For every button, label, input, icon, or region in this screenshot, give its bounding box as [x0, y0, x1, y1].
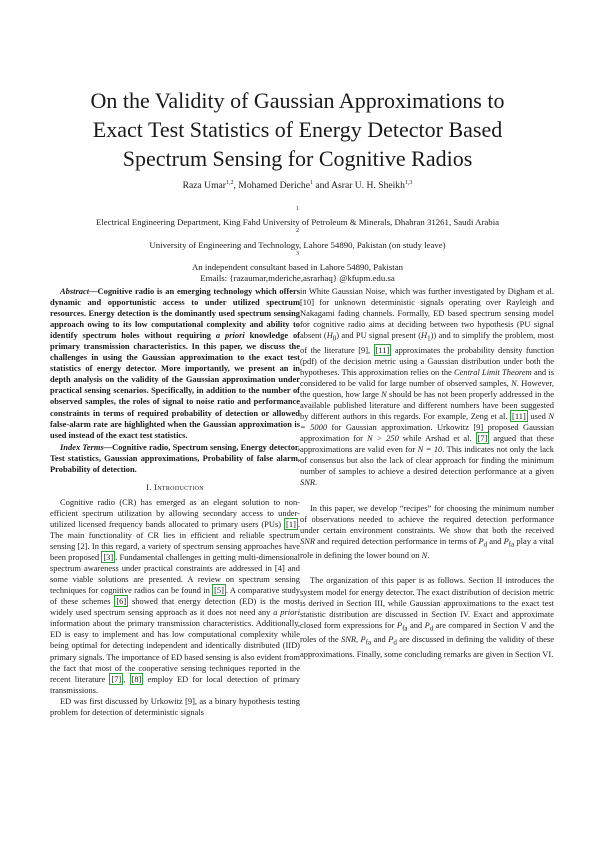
title-line: Spectrum Sensing for Cognitive Radios — [122, 146, 473, 171]
author-name: Raza Umar — [182, 180, 226, 191]
paragraph-gap — [300, 489, 554, 503]
citation-link[interactable]: [6] — [114, 595, 129, 608]
paragraph-gap — [300, 561, 554, 575]
affiliation-text: An independent consultant based in Lahor… — [191, 262, 404, 273]
index-terms-dash: — — [103, 441, 113, 452]
citation-link[interactable]: [8] — [129, 672, 144, 685]
body-paragraph: in White Gaussian Noise, which was furth… — [300, 286, 555, 488]
section-title: Introduction — [154, 481, 204, 492]
body-paragraph: The organization of this paper is as fol… — [300, 575, 555, 660]
citation-link[interactable]: [11] — [373, 343, 392, 356]
abstract-label: Abstract — [60, 286, 90, 296]
index-terms: Index Terms—Cognitive radio, Spectrum se… — [50, 442, 300, 475]
abstract-italic: a priori — [215, 330, 245, 341]
section-number: I. — [146, 481, 155, 492]
affiliation-sup: 3 — [296, 250, 299, 257]
affiliation-text: Electrical Engineering Department, King … — [95, 217, 500, 228]
affiliation-text: University of Engineering and Technology… — [149, 239, 446, 250]
section-heading: I. Introduction — [50, 482, 300, 493]
body-paragraph: In this paper, we develop “recipes” for … — [300, 502, 554, 561]
author-affil-sup: 1,2 — [226, 179, 234, 186]
author-separator: and — [312, 180, 332, 191]
right-column: in White Gaussian Noise, which was furth… — [300, 286, 554, 660]
citation-link[interactable]: [7] — [475, 432, 490, 445]
intro-paragraph: ED was first discussed by Urkowitz [9], … — [50, 695, 300, 717]
intro-paragraph: Cognitive radio (CR) has emerged as an e… — [50, 496, 301, 695]
title-line: On the Validity of Gaussian Approximatio… — [90, 88, 505, 113]
abstract: Abstract—Cognitive radio is an emerging … — [50, 286, 300, 441]
author-name: Asrar U. H. Sheikh — [331, 180, 405, 191]
affiliation-sup: 2 — [296, 228, 299, 235]
abstract-text: Cognitive radio is an emerging technolog… — [50, 286, 300, 341]
author-separator: , — [233, 180, 239, 191]
author-affil-sup: 1,3 — [404, 179, 413, 186]
index-terms-label: Index Terms — [60, 441, 104, 452]
author-affil-sup: 1 — [309, 179, 313, 186]
affiliation-sup: 1 — [296, 206, 299, 213]
author-list: Raza Umar1,2, Mohamed Deriche1 and Asrar… — [40, 180, 555, 191]
left-column: Abstract—Cognitive radio is an emerging … — [50, 286, 300, 718]
title-line: Exact Test Statistics of Energy Detector… — [92, 117, 503, 142]
author-name: Mohamed Deriche — [238, 180, 310, 191]
abstract-dash: — — [89, 286, 98, 296]
citation-link[interactable]: [5] — [212, 584, 226, 597]
index-terms-text: Cognitive radio, Spectrum sensing, Energ… — [50, 441, 300, 474]
email-line: Emails: {razaumar,mderiche,asrarhaq} @kf… — [200, 273, 395, 284]
citation-link[interactable]: [3] — [101, 551, 116, 564]
citation-link[interactable]: [11] — [510, 410, 528, 423]
affiliation-line: 3 An independent consultant based in Laho… — [40, 251, 555, 273]
citation-link[interactable]: [7] — [109, 672, 124, 685]
paper-title: On the Validity of Gaussian Approximatio… — [40, 86, 555, 173]
abstract-text: knowledge of primary transmission charac… — [50, 330, 300, 440]
citation-link[interactable]: [1] — [284, 517, 298, 530]
